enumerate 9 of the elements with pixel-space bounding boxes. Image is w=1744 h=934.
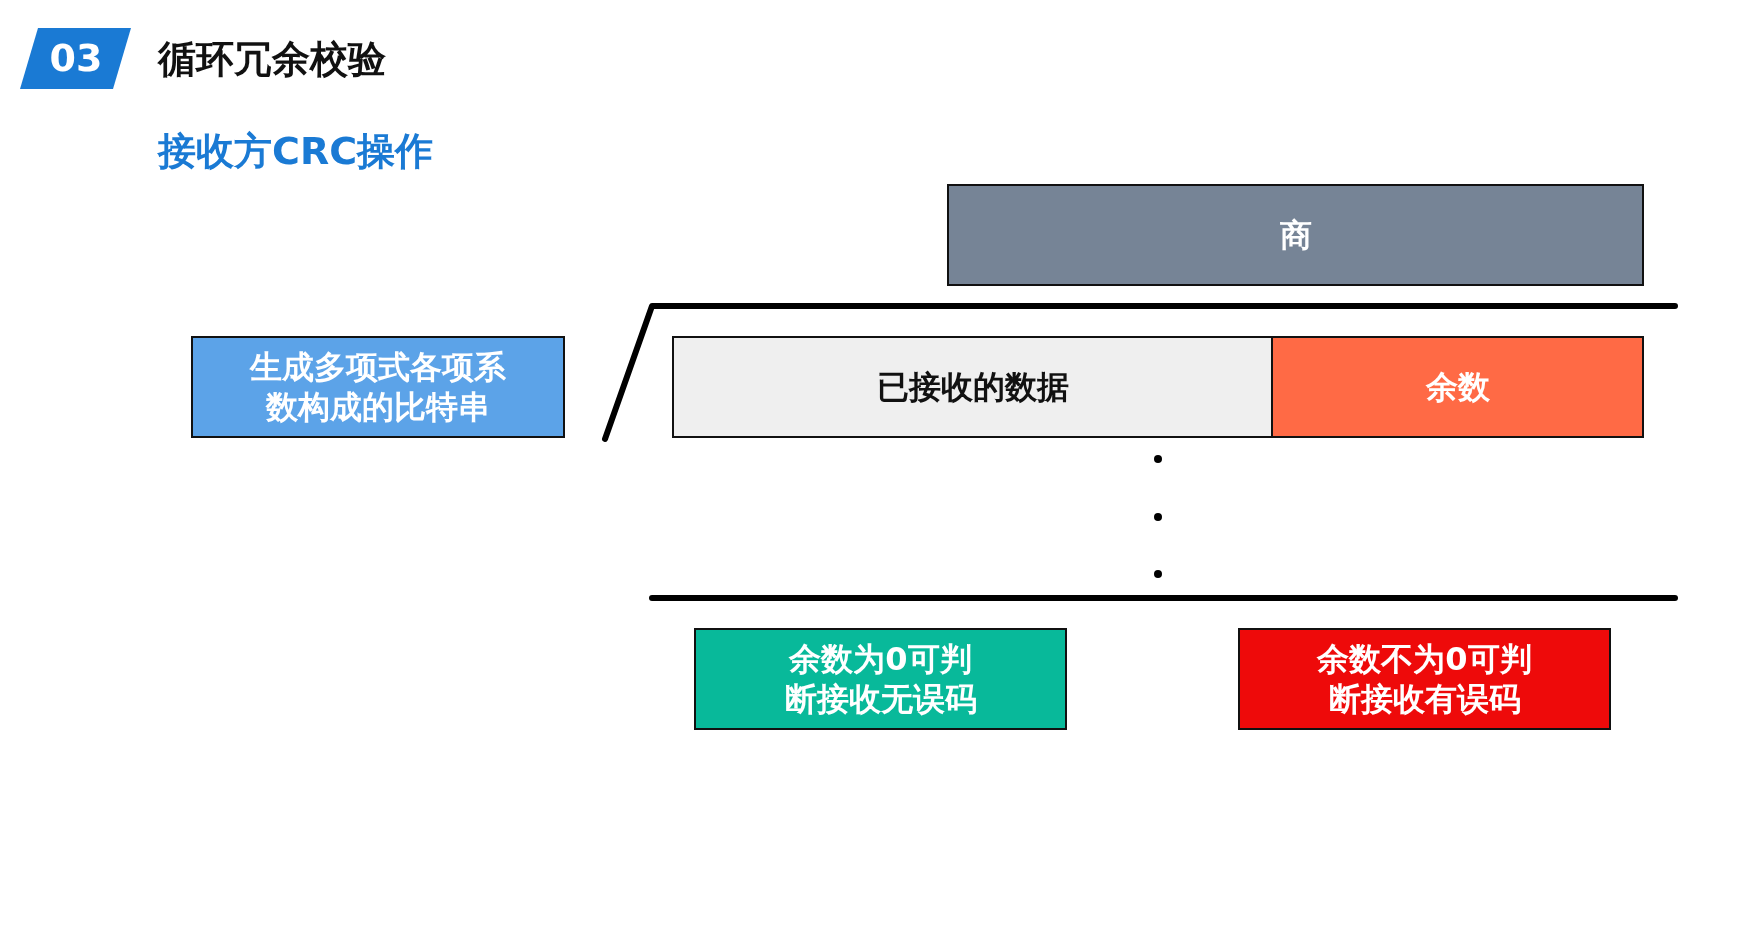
- result-box: 余数为0可判断接收无误码: [694, 628, 1067, 730]
- title: 循环冗余校验: [158, 36, 386, 82]
- result-box: 余数不为0可判断接收有误码: [1238, 628, 1611, 730]
- subtitle: 接收方CRC操作: [158, 128, 434, 174]
- section-number: 03: [48, 35, 104, 82]
- quotient-box: 商: [947, 184, 1644, 286]
- data-box: 已接收的数据: [672, 336, 1273, 438]
- divisor-box: 生成多项式各项系数构成的比特串: [191, 336, 565, 438]
- remainder-box: 余数: [1271, 336, 1644, 438]
